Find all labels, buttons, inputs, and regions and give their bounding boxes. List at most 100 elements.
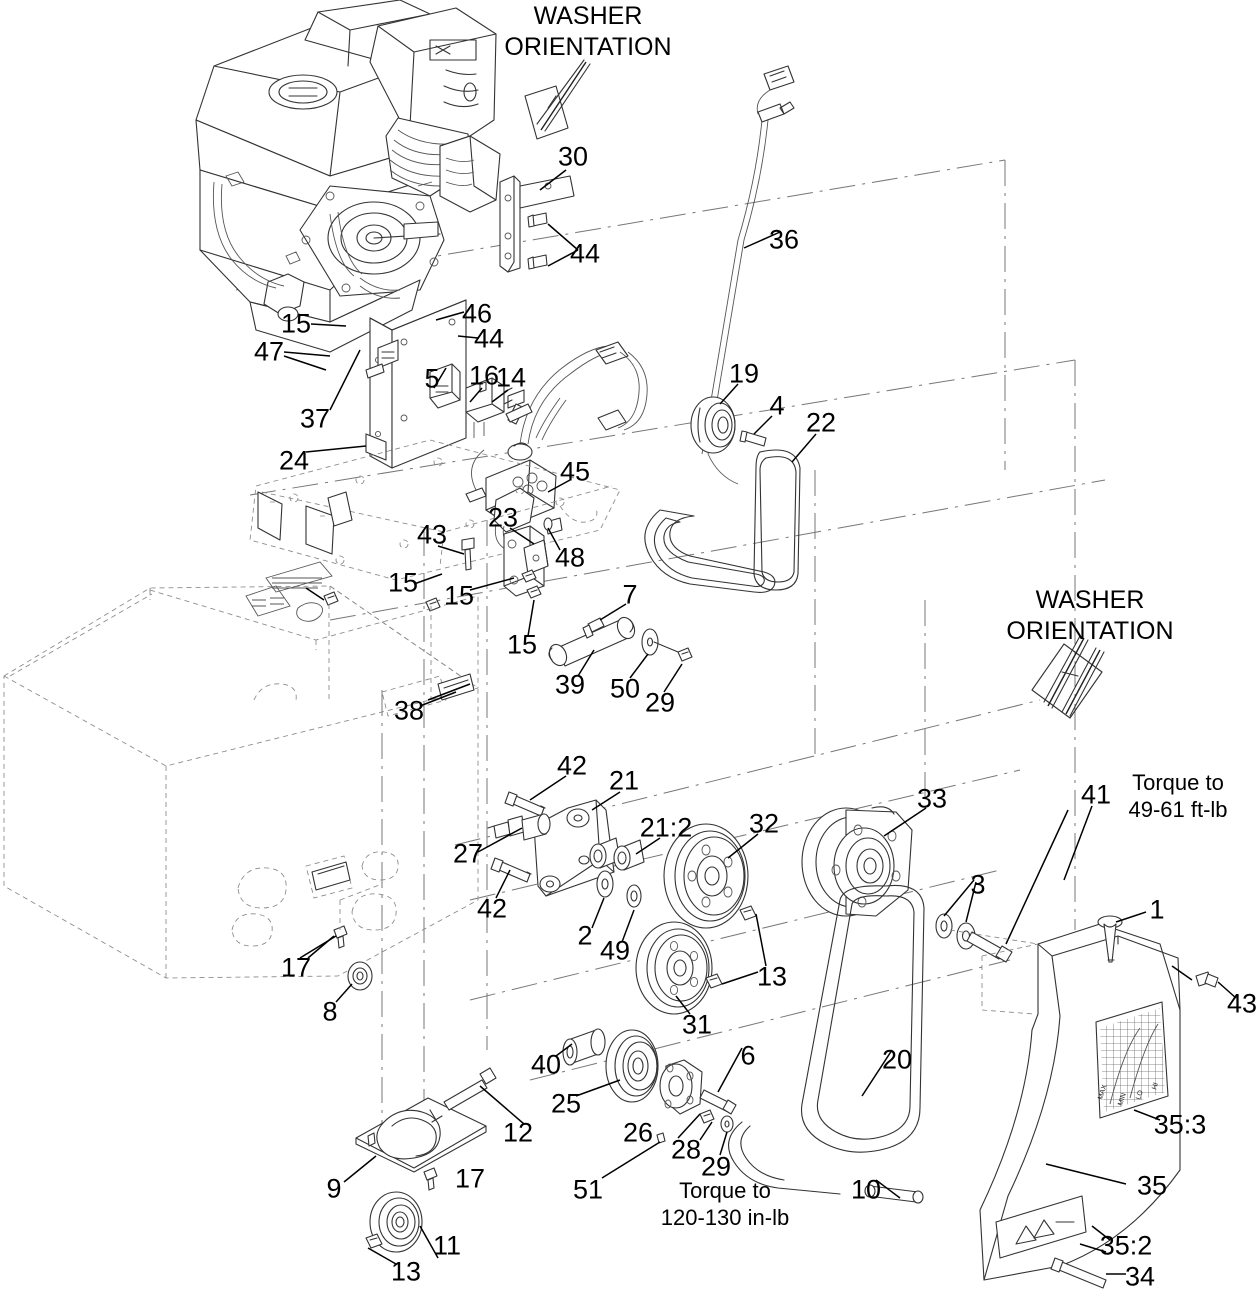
callout-13: 13: [756, 961, 788, 992]
callout-21-2: 21:2: [639, 812, 693, 843]
callout-2: 2: [577, 920, 593, 951]
callout-44: 44: [473, 323, 505, 354]
decal-35-2: [995, 1195, 1087, 1259]
callout-41: 41: [1080, 779, 1112, 810]
callout-24: 24: [278, 445, 310, 476]
washer-orientation-detail-right: [1031, 635, 1105, 719]
bolt-41: [966, 931, 1013, 963]
washer-29-b: [720, 1115, 734, 1133]
callout-44: 44: [569, 238, 601, 269]
callout-35-3: 35:3: [1153, 1109, 1207, 1140]
hood-35: MAX MIN LO HI: [864, 911, 1237, 1289]
washer-orientation-detail-top: [524, 59, 591, 140]
screw-17-a: [333, 925, 348, 949]
callout-38: 38: [393, 695, 425, 726]
control-panel-plate: [365, 299, 505, 469]
callout-43: 43: [1226, 988, 1258, 1019]
callout-48: 48: [554, 542, 586, 573]
callout-42: 42: [556, 750, 588, 781]
clutch-33: [801, 806, 1069, 963]
left-fasteners: [305, 587, 471, 1003]
callout-27: 27: [452, 838, 484, 869]
svg-text:MAX: MAX: [1097, 1084, 1108, 1101]
callout-16: 16: [468, 360, 500, 391]
bushing-8: [347, 961, 373, 991]
callout-1: 1: [1149, 894, 1165, 925]
caster-assembly: [355, 1067, 497, 1265]
spring-assembly: [548, 616, 693, 667]
callout-8: 8: [322, 996, 338, 1027]
nut-29-a: [677, 647, 693, 662]
bolt-4: [739, 430, 767, 447]
callout-25: 25: [550, 1088, 582, 1119]
decal-35-3: MAX MIN LO HI: [1095, 1001, 1169, 1119]
nut-13-a: [739, 905, 757, 921]
callout-26: 26: [622, 1117, 654, 1148]
callout-36: 36: [768, 224, 800, 255]
svg-text:MIN: MIN: [1117, 1092, 1128, 1106]
idler-pulley-19: [690, 396, 767, 454]
nut-15-b: [526, 585, 542, 599]
callout-15: 15: [387, 567, 419, 598]
callout-5: 5: [424, 363, 440, 394]
callout-46: 46: [461, 298, 493, 329]
hopper-box: [3, 561, 479, 979]
fitting-27: [487, 813, 551, 841]
bolt-42-lower: [490, 857, 532, 883]
svg-text:LO: LO: [1135, 1089, 1145, 1101]
callout-33: 33: [916, 783, 948, 814]
callout-13: 13: [390, 1256, 422, 1287]
callout-11: 11: [432, 1230, 462, 1261]
callout-29: 29: [700, 1151, 732, 1182]
callout-17: 17: [454, 1163, 486, 1194]
screw-17-b: [423, 1167, 438, 1191]
callout-40: 40: [530, 1049, 562, 1080]
callout-23: 23: [487, 502, 519, 533]
bolt-42-upper: [504, 791, 546, 817]
callout-6: 6: [740, 1040, 756, 1071]
bolt-43-b: [1195, 971, 1219, 988]
cable-36: [701, 65, 795, 485]
callout-15: 15: [506, 629, 538, 660]
bolt-44-upper: [527, 212, 548, 228]
callout-35: 35: [1136, 1170, 1168, 1201]
callout-17: 17: [280, 952, 312, 983]
callout-29: 29: [644, 687, 676, 718]
callout-9: 9: [326, 1173, 342, 1204]
callout-47: 47: [253, 336, 285, 367]
callout-12: 12: [502, 1117, 534, 1148]
pulley-31: [635, 905, 767, 1015]
callout-28: 28: [670, 1134, 702, 1165]
idler-arm-21: [487, 791, 645, 908]
callout-20: 20: [881, 1044, 913, 1075]
knob-1: [1097, 915, 1123, 963]
callout-3: 3: [970, 869, 986, 900]
callout-43: 43: [416, 519, 448, 550]
nut-15-a: [521, 569, 537, 583]
leader-lines: [283, 169, 1093, 1183]
belt-22: [644, 449, 801, 593]
pin-10: [864, 1184, 924, 1204]
callout-31: 31: [681, 1009, 713, 1040]
callout-32: 32: [748, 808, 780, 839]
callout-21: 21: [608, 765, 640, 796]
callout-37: 37: [299, 403, 331, 434]
bolt-6: [699, 1089, 737, 1115]
bolt-12: [443, 1067, 497, 1111]
callout-49: 49: [599, 935, 631, 966]
pulley-32: [663, 823, 749, 929]
callout-19: 19: [728, 358, 760, 389]
callout-42: 42: [476, 893, 508, 924]
callout-51: 51: [572, 1174, 604, 1205]
bracket-30: [499, 175, 575, 273]
callout-45: 45: [559, 456, 591, 487]
nut-15-d: [323, 591, 339, 606]
callout-22: 22: [805, 407, 837, 438]
callout-34: 34: [1124, 1261, 1156, 1292]
